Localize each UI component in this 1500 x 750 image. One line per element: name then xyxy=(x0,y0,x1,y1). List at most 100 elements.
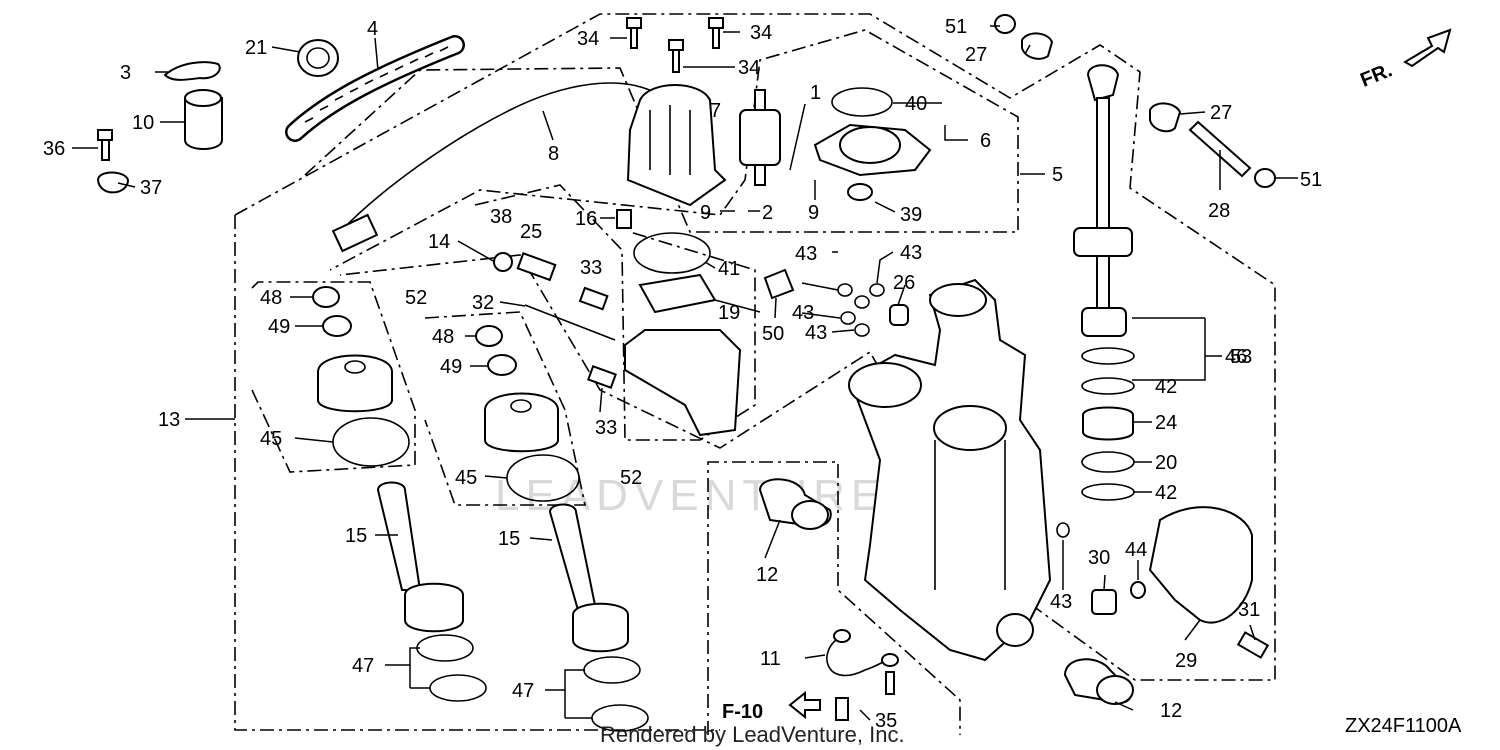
ref-label: F-10 xyxy=(722,701,763,723)
cylinder-cap-right xyxy=(475,325,580,502)
label-part-1: 1 xyxy=(810,82,821,104)
label-part-34b: 34 xyxy=(750,22,772,44)
label-part-39: 39 xyxy=(900,204,922,226)
pin-part-28 xyxy=(1188,120,1252,178)
label-part-50: 50 xyxy=(762,323,784,345)
label-part-44: 44 xyxy=(1125,539,1147,561)
diagram-code: ZX24F1100A xyxy=(1345,715,1462,737)
ref-arrow: F-10 xyxy=(722,690,821,723)
label-part-46: 46 xyxy=(1225,346,1247,368)
label-part-49b: 49 xyxy=(440,356,462,378)
bushing-part-12a xyxy=(758,478,832,530)
assembly-outline-52b xyxy=(424,311,586,506)
ground-cable-part-11 xyxy=(826,629,899,695)
clip-part-3 xyxy=(163,61,221,81)
cover-part-29 xyxy=(1148,506,1253,624)
label-part-43d: 43 xyxy=(805,322,827,344)
front-direction-arrow: FR. xyxy=(1357,28,1452,92)
valve-part-25 xyxy=(516,252,557,282)
armature-part-7 xyxy=(739,89,781,186)
o-ring-part-40 xyxy=(831,87,893,117)
label-part-29: 29 xyxy=(1175,650,1197,672)
label-part-25: 25 xyxy=(520,221,542,243)
label-part-8: 8 xyxy=(548,143,559,165)
label-part-10: 10 xyxy=(132,112,154,134)
washer-part-44 xyxy=(1130,581,1146,599)
label-part-49a: 49 xyxy=(268,316,290,338)
screw-part-33b xyxy=(587,365,617,389)
tilt-rod-assembly xyxy=(1073,64,1135,501)
plate-part-19 xyxy=(638,273,717,314)
bushing-part-12b xyxy=(1063,658,1134,705)
label-part-33a: 33 xyxy=(580,257,602,279)
clamp-part-37 xyxy=(96,171,130,194)
label-part-27b: 27 xyxy=(1210,102,1232,124)
label-part-24: 24 xyxy=(1155,412,1177,434)
cylinder-housing xyxy=(848,278,1052,662)
label-part-11: 11 xyxy=(760,648,781,670)
label-part-53: 53 xyxy=(1230,346,1252,368)
label-part-21: 21 xyxy=(245,37,267,59)
assembly-outline-main xyxy=(234,13,1276,681)
washer-part-39 xyxy=(847,183,873,201)
assembly-outline-52a xyxy=(251,281,416,473)
ring-part-20 xyxy=(1081,451,1135,473)
plug-part-26 xyxy=(889,304,909,326)
label-part-41: 41 xyxy=(718,258,740,280)
label-part-15b: 15 xyxy=(498,528,520,550)
label-part-37: 37 xyxy=(140,177,162,199)
cap-part-27a xyxy=(1149,102,1182,133)
label-part-30: 30 xyxy=(1088,547,1110,569)
label-part-52b: 52 xyxy=(620,467,642,489)
label-part-12a: 12 xyxy=(756,564,778,586)
seal-part-38 xyxy=(493,252,513,272)
label-part-36: 36 xyxy=(43,138,65,160)
label-part-35: 35 xyxy=(875,710,897,732)
o-ring-part-42a xyxy=(1081,377,1135,395)
label-part-19: 19 xyxy=(718,302,740,324)
assembly-outline-valve xyxy=(474,184,756,441)
assembly-outline-outer xyxy=(234,215,720,731)
assembly-outline-motor xyxy=(304,29,1019,271)
label-part-13: 13 xyxy=(158,409,180,431)
render-footer: Rendered by LeadVenture, Inc. xyxy=(600,722,905,747)
o-ring-part-42b xyxy=(1081,483,1135,501)
label-part-9a: 9 xyxy=(700,202,711,224)
piston-rod-right xyxy=(548,503,629,653)
label-part-45a: 45 xyxy=(260,428,282,450)
hose-part-4 xyxy=(285,35,465,142)
label-part-52a: 52 xyxy=(405,287,427,309)
label-part-45b: 45 xyxy=(455,467,477,489)
label-part-5: 5 xyxy=(1052,164,1063,186)
label-part-28: 28 xyxy=(1208,200,1230,222)
leader-lines xyxy=(72,25,1298,721)
label-part-48a: 48 xyxy=(260,287,282,309)
label-part-3: 3 xyxy=(120,62,131,84)
end-cover-part-6 xyxy=(813,123,932,177)
label-part-34a: 34 xyxy=(577,28,599,50)
label-part-15a: 15 xyxy=(345,525,367,547)
label-part-31: 31 xyxy=(1238,599,1260,621)
label-part-42b: 42 xyxy=(1155,482,1177,504)
label-part-33b: 33 xyxy=(595,417,617,439)
label-part-43b: 43 xyxy=(900,242,922,264)
label-part-26: 26 xyxy=(893,272,915,294)
label-part-34c: 34 xyxy=(738,57,760,79)
grommet-part-21 xyxy=(297,39,339,77)
collar-part-10 xyxy=(184,89,223,150)
screw-part-33a xyxy=(578,286,609,311)
clip-part-51b xyxy=(1254,168,1276,188)
washers-part-43 xyxy=(837,283,1070,538)
cable-part-8 xyxy=(331,82,661,253)
label-part-16: 16 xyxy=(575,208,597,230)
bolt-part-35 xyxy=(835,697,849,721)
cap-part-27b xyxy=(1021,32,1054,60)
label-part-42a: 42 xyxy=(1155,376,1177,398)
clip-part-51a xyxy=(994,14,1016,34)
bolts-part-34 xyxy=(626,17,724,73)
seal-part-24 xyxy=(1082,406,1134,441)
label-part-7: 7 xyxy=(710,100,721,122)
label-part-38: 38 xyxy=(490,206,512,228)
label-part-47a: 47 xyxy=(352,655,374,677)
